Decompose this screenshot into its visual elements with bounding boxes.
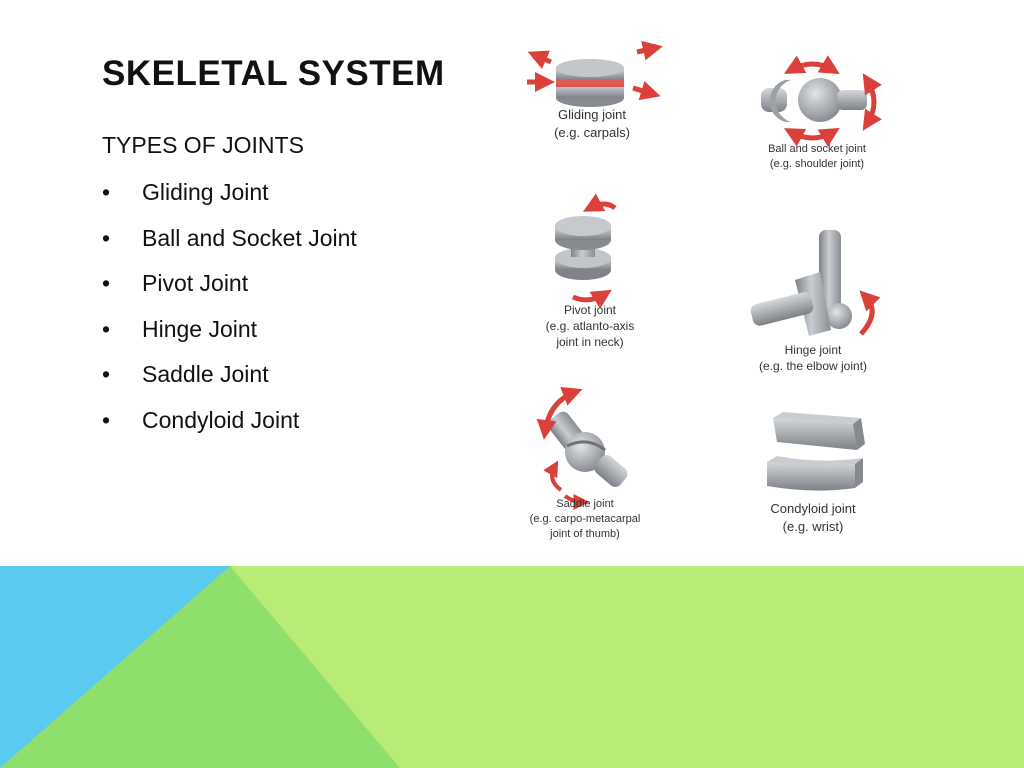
ball-and-socket-joint-icon [761, 55, 882, 147]
gliding-joint-icon [527, 40, 663, 107]
condyloid-joint-example: (e.g. wrist) [782, 518, 844, 534]
joint-illustrations [527, 40, 882, 510]
bullet-glyph: • [102, 361, 111, 387]
pivot-joint-icon [555, 193, 617, 309]
joint-type-list: • Gliding Joint • Ball and Socket Joint • P… [102, 170, 357, 443]
gliding-joint-example: (e.g. carpals) [554, 124, 630, 140]
gliding-joint-caption: Gliding joint (e.g. carpals) [537, 106, 647, 141]
gliding-joint-name: Gliding joint [558, 107, 626, 122]
saddle-joint-icon [536, 386, 628, 510]
list-item-label: Condyloid Joint [142, 406, 300, 433]
condyloid-joint-name: Condyloid joint [770, 501, 856, 516]
decorative-color-band [0, 566, 1024, 768]
slide-subtitle: TYPES OF JOINTS [102, 132, 304, 158]
bullet-glyph: • [102, 179, 111, 205]
list-item: • Gliding Joint [102, 170, 357, 216]
ball-and-socket-caption: Ball and socket joint (e.g. shoulder joi… [749, 142, 885, 172]
saddle-joint-name: Saddle joint [556, 498, 614, 510]
list-item-label: Saddle Joint [142, 361, 269, 387]
band-blue [0, 566, 230, 768]
bullet-glyph: • [102, 406, 111, 433]
bullet-glyph: • [102, 270, 111, 296]
hinge-joint-caption: Hinge joint (e.g. the elbow joint) [745, 342, 881, 374]
list-item-label: Hinge Joint [142, 315, 258, 342]
list-item: • Pivot Joint [102, 261, 357, 307]
hinge-joint-name: Hinge joint [784, 343, 842, 357]
slide-title: SKELETAL SYSTEM [102, 54, 445, 93]
hinge-joint-icon [750, 230, 881, 336]
pivot-joint-example: (e.g. atlanto-axis [545, 319, 635, 334]
condyloid-joint-caption: Condyloid joint (e.g. wrist) [755, 500, 871, 535]
saddle-joint-example: (e.g. carpo-metacarpal [529, 512, 641, 525]
joint-types-figure: Gliding joint (e.g. carpals) Ball and so… [515, 40, 905, 550]
pivot-joint-example-line2: joint in neck) [556, 335, 624, 350]
list-item: • Condyloid Joint [102, 398, 357, 444]
condyloid-joint-icon [767, 412, 865, 491]
list-item: • Saddle Joint [102, 352, 357, 398]
pivot-joint-caption: Pivot joint (e.g. atlanto-axis joint in … [525, 302, 655, 351]
list-item: • Ball and Socket Joint [102, 216, 357, 262]
hinge-joint-example: (e.g. the elbow joint) [758, 359, 868, 374]
bullet-glyph: • [102, 315, 111, 342]
ball-and-socket-name: Ball and socket joint [768, 143, 866, 155]
list-item: • Hinge Joint [102, 307, 357, 353]
pivot-joint-name: Pivot joint [563, 303, 617, 317]
saddle-joint-caption: Saddle joint (e.g. carpo-metacarpal join… [521, 497, 649, 542]
list-item-label: Gliding Joint [142, 179, 269, 205]
bullet-glyph: • [102, 224, 111, 251]
ball-and-socket-example: (e.g. shoulder joint) [769, 157, 865, 170]
saddle-joint-example-line2: joint of thumb) [550, 527, 620, 540]
list-item-label: Pivot Joint [142, 270, 249, 296]
list-item-label: Ball and Socket Joint [142, 224, 357, 251]
